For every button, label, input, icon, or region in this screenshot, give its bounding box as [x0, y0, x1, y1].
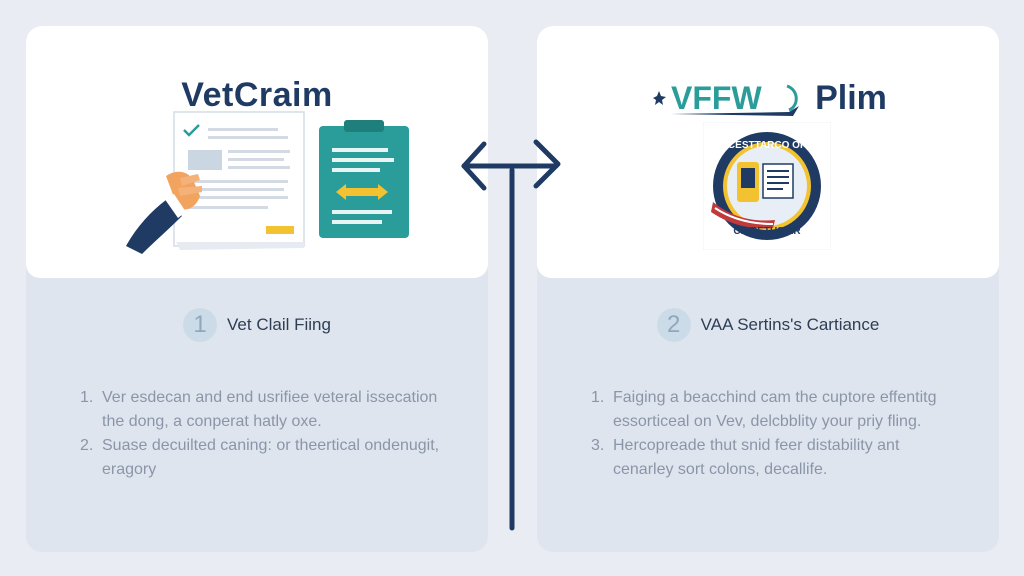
brand-title-row: VFFW Plim: [537, 76, 999, 120]
clipboard-illustration: [319, 120, 409, 238]
step-number-badge: 1: [183, 308, 218, 342]
hand-icon: [126, 171, 202, 254]
step-label: VAA Sertins's Cartiance: [700, 315, 880, 334]
step-details-list: 1.Faiging a beacchind cam the cuptore ef…: [591, 386, 959, 482]
document-illustration: [126, 111, 305, 254]
step-details-list: 1.Ver esdecan and end usrifiee veteral i…: [80, 386, 448, 482]
flow-arrow-icon: [461, 139, 561, 531]
svg-text:VFFW: VFFW: [671, 80, 762, 116]
step-card-vfw: VFFW Plim CESTTARC: [537, 26, 999, 552]
brand-title: VetCraim: [181, 76, 333, 114]
seal-icon: [711, 132, 821, 240]
card-header-panel: VFFW Plim CESTTARC: [537, 26, 999, 278]
step-label: Vet Clail Fiing: [227, 315, 331, 334]
list-item: 1.Faiging a beacchind cam the cuptore ef…: [591, 389, 937, 430]
brand-suffix: Plim: [815, 78, 887, 117]
list-item: 2.Suase decuilted caning: or theertical …: [80, 437, 440, 478]
step-heading: 2 VAA Sertins's Cartiance: [537, 308, 999, 342]
vfw-logo-icon: VFFW: [653, 80, 800, 116]
step-number-badge: 2: [656, 308, 691, 342]
document-icon: [173, 111, 305, 250]
seal-text-bottom: CE RETUSIER: [733, 226, 801, 237]
clipboard-icon: [319, 120, 409, 238]
card-header-panel: VetCraim: [26, 26, 488, 278]
list-item: 3.Hercopreade thut snid feer distability…: [591, 437, 900, 478]
seal-text-top: CESTTARCO OF: [728, 140, 806, 151]
list-item: 1.Ver esdecan and end usrifiee veteral i…: [80, 389, 438, 430]
seal-illustration: CESTTARCO OF CE RETUSIER: [703, 122, 831, 250]
step-card-vet-claim: VetCraim: [26, 26, 488, 552]
step-heading: 1 Vet Clail Fiing: [26, 308, 488, 342]
